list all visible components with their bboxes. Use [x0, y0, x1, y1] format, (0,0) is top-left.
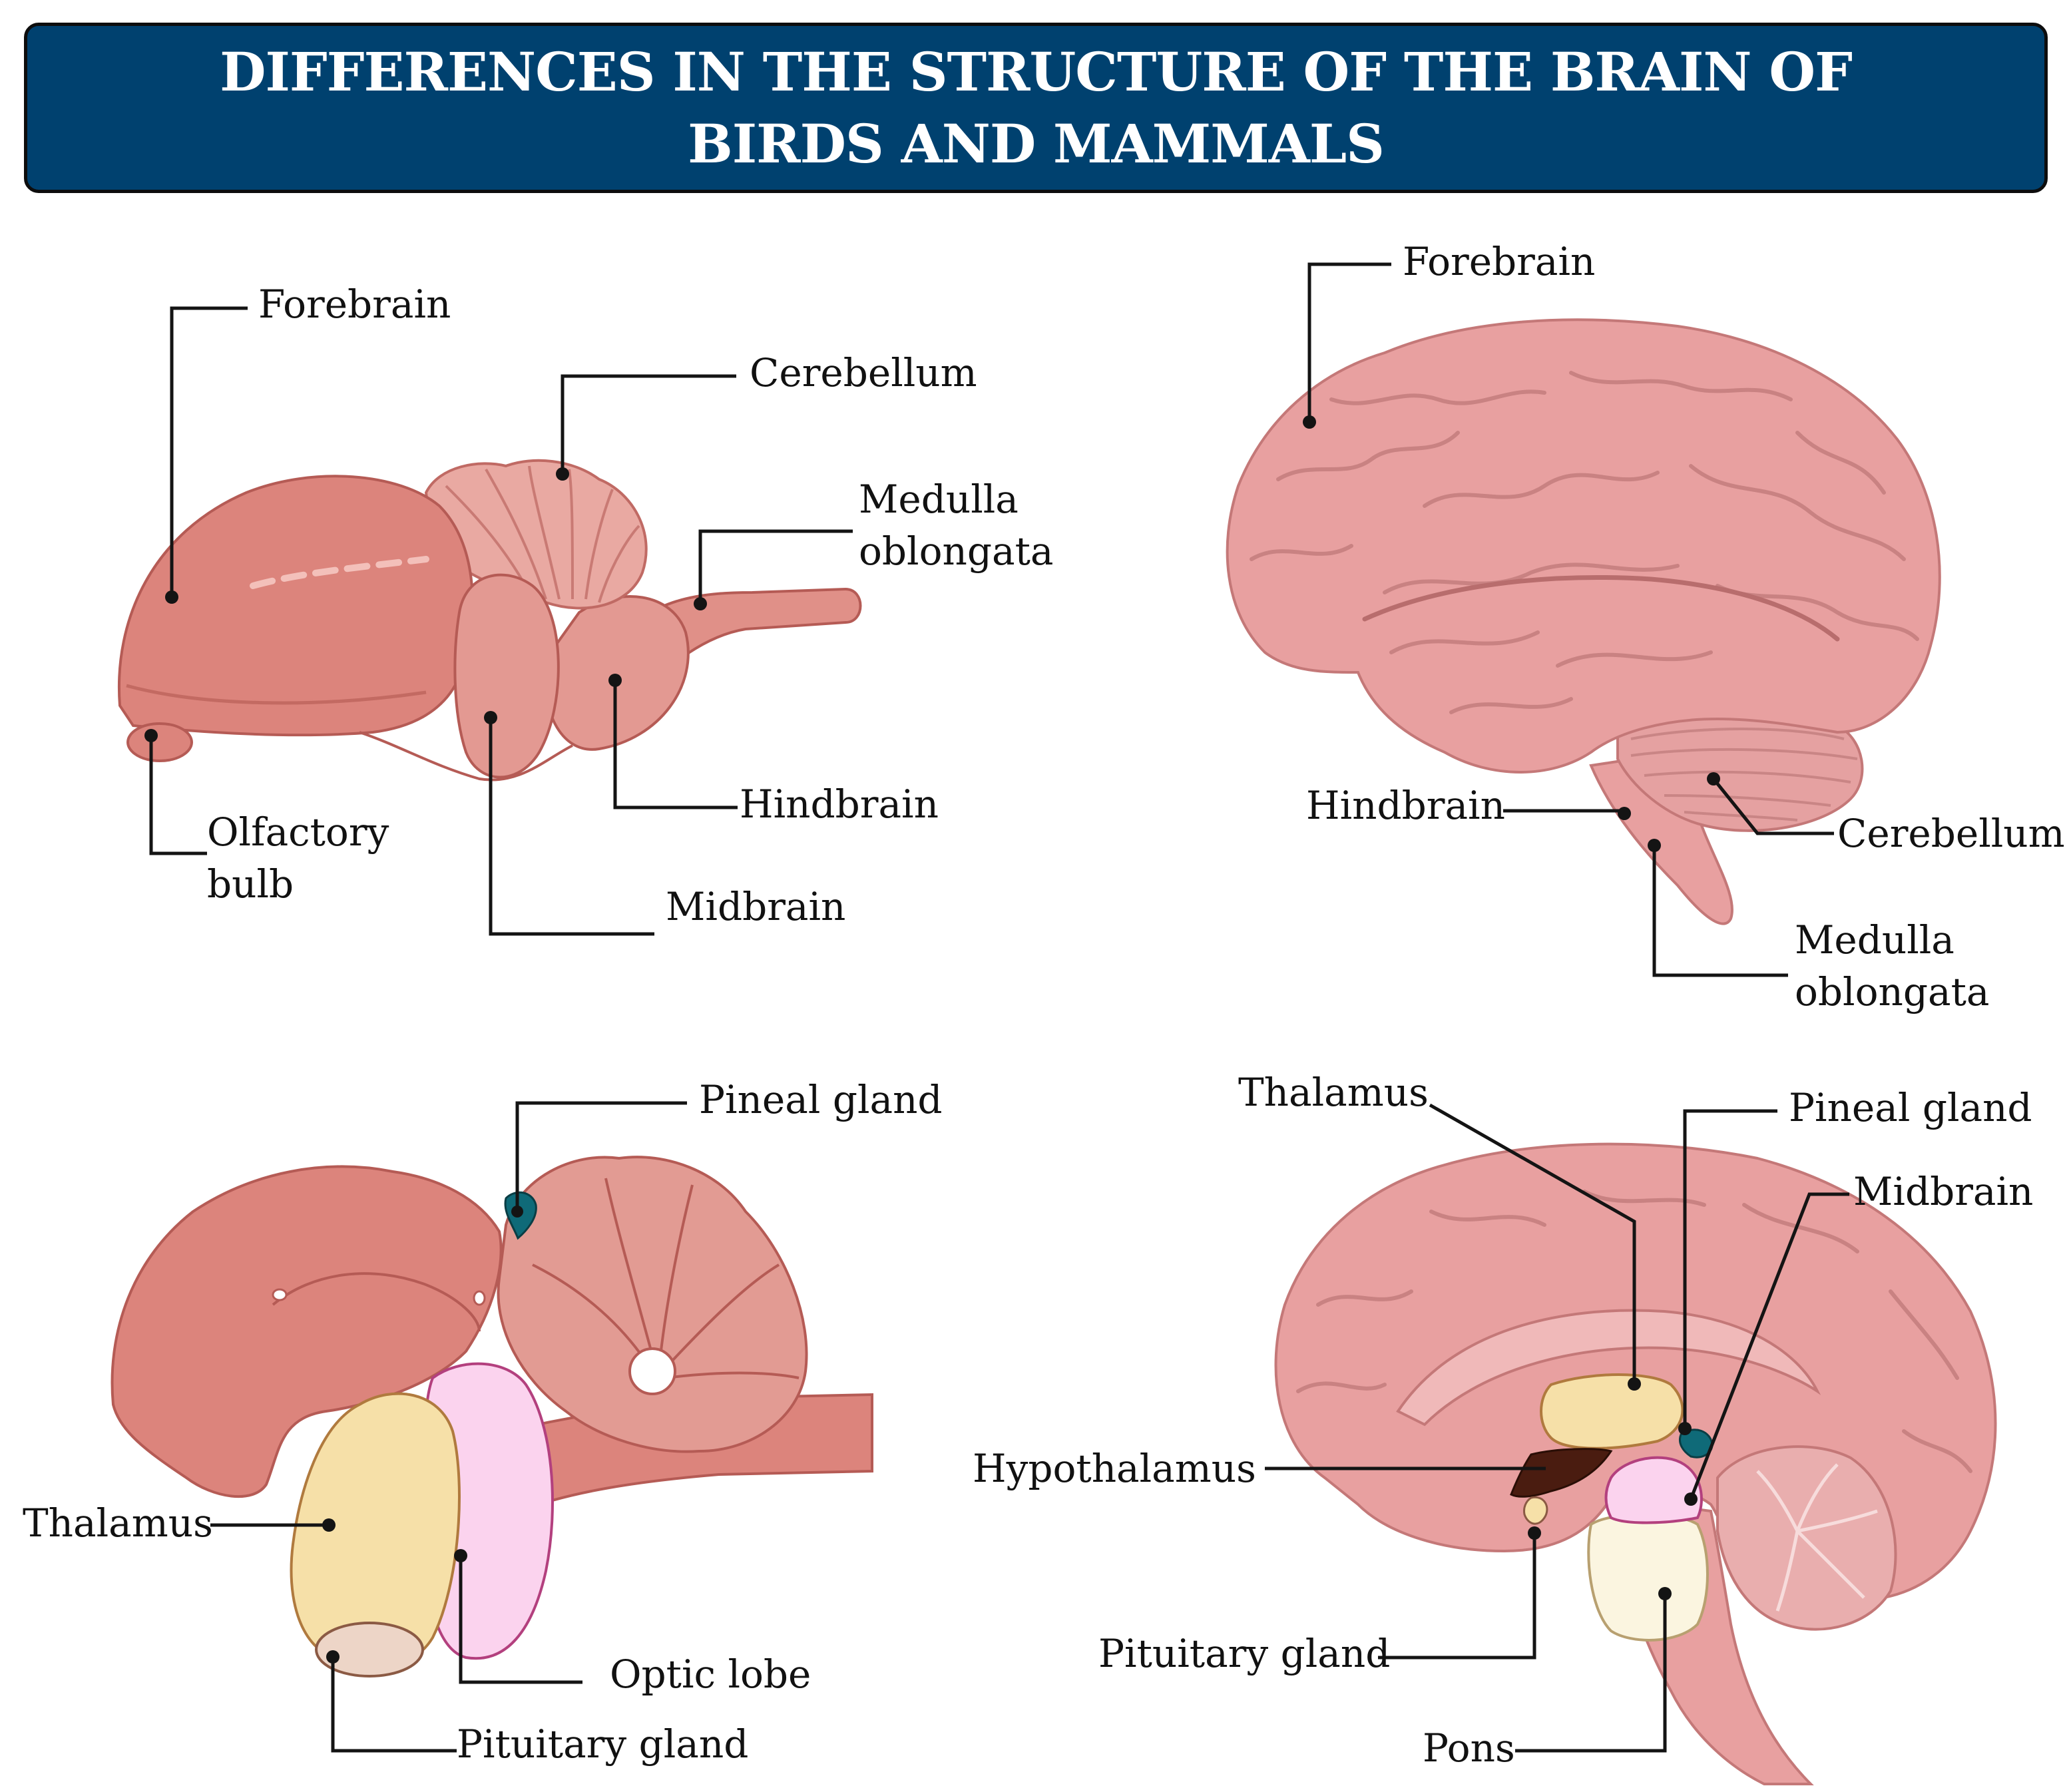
mammal-section-pituitary-shape — [1523, 1496, 1548, 1525]
bird-midbrain-shape — [453, 573, 560, 779]
label-bird-medulla-line2: oblongata — [859, 529, 1053, 574]
label-mammal-section-hypothalamus: Hypothalamus — [973, 1446, 1256, 1491]
label-mammal-hindbrain: Hindbrain — [1306, 783, 1505, 828]
mammal-section-hypothalamus-shape — [1510, 1448, 1613, 1498]
bird-olfactory-bulb-shape — [126, 722, 193, 762]
label-bird-forebrain: Forebrain — [258, 282, 451, 327]
mammal-section-thalamus-shape — [1540, 1373, 1684, 1450]
label-bird-olfactory-line1: Olfactory — [207, 809, 389, 855]
label-bird-pituitary: Pituitary gland — [457, 1721, 748, 1767]
label-bird-cerebellum: Cerebellum — [750, 350, 977, 395]
label-bird-olfactory-line2: bulb — [207, 861, 294, 907]
bird-section-cerebrum-shape — [111, 1165, 503, 1498]
bird-forebrain-shape — [118, 475, 474, 737]
label-bird-thalamus: Thalamus — [23, 1500, 213, 1546]
mammal-section-midbrain-shape — [1604, 1456, 1703, 1524]
bird-brain-section: Pineal gland Thalamus Optic lobe Pituita… — [23, 1077, 943, 1767]
label-bird-medulla-line1: Medulla — [859, 477, 1019, 522]
label-mammal-section-pons: Pons — [1423, 1725, 1515, 1771]
mammal-cerebrum-shape — [1226, 318, 1941, 774]
title-banner: DIFFERENCES IN THE STRUCTURE OF THE BRAI… — [24, 23, 2048, 193]
mammal-brain-section: Thalamus Pineal gland Midbrain Hypothala… — [973, 1070, 2033, 1785]
mammal-section-pons-shape — [1587, 1513, 1709, 1642]
label-mammal-section-pineal: Pineal gland — [1789, 1085, 2032, 1130]
label-bird-midbrain: Midbrain — [666, 884, 845, 929]
bird-brain-external: Forebrain Cerebellum Medulla oblongata O… — [118, 282, 1053, 936]
label-mammal-section-thalamus: Thalamus — [1238, 1070, 1429, 1115]
bird-section-pituitary-shape — [315, 1622, 424, 1678]
label-mammal-cerebellum: Cerebellum — [1837, 811, 2065, 856]
bird-section-cerebellum-shape — [497, 1156, 808, 1453]
label-mammal-medulla-line2: oblongata — [1795, 969, 1989, 1014]
label-bird-pineal: Pineal gland — [699, 1077, 943, 1122]
label-bird-hindbrain: Hindbrain — [740, 782, 939, 827]
mammal-corpus-callosum-shape — [1396, 1309, 1821, 1427]
mammal-brain-external: Forebrain Hindbrain Cerebellum Medulla o… — [1226, 239, 2065, 1014]
page-title: DIFFERENCES IN THE STRUCTURE OF THE BRAI… — [220, 41, 1853, 175]
label-mammal-forebrain: Forebrain — [1403, 239, 1595, 284]
bird-hindbrain-shape — [543, 595, 690, 751]
label-mammal-section-midbrain: Midbrain — [1853, 1169, 2033, 1214]
label-bird-optic-lobe: Optic lobe — [610, 1652, 811, 1697]
label-mammal-medulla-line1: Medulla — [1795, 917, 1954, 963]
label-mammal-section-pituitary: Pituitary gland — [1098, 1631, 1390, 1676]
